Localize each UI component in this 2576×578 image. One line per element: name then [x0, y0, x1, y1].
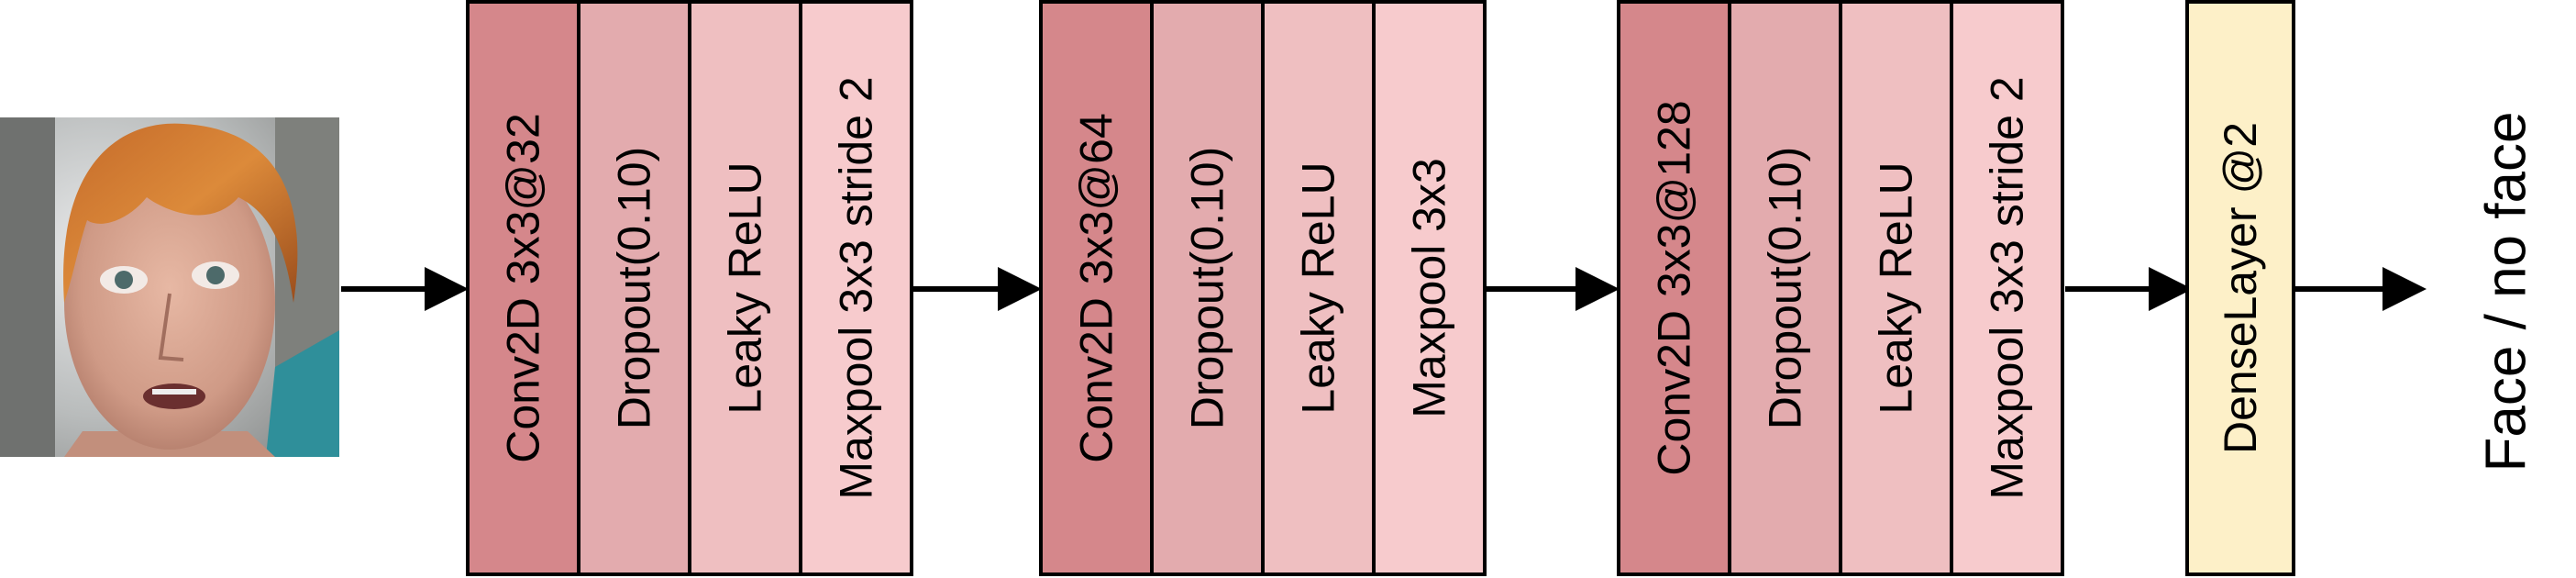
- layer-box: [799, 0, 913, 576]
- layer-box: [1950, 0, 2064, 576]
- layer-box: [1150, 0, 1265, 576]
- layer-label: Dropout(0.10): [609, 147, 660, 430]
- conv-block-1: Conv2D 3x3@32 Dropout(0.10) Leaky ReLU Maxp…: [466, 0, 913, 576]
- conv-block-2: Conv2D 3x3@64 Dropout(0.10) Leaky ReLU Maxp…: [1039, 0, 1487, 576]
- layer-label: Conv2D 3x3@32: [498, 113, 549, 463]
- layer-label: Maxpool 3x3 stride 2: [831, 76, 882, 499]
- layer-label: Maxpool 3x3: [1404, 158, 1455, 418]
- layer-label: Dropout(0.10): [1182, 147, 1233, 430]
- layer-box: [466, 0, 580, 576]
- face-photo-icon: [0, 117, 339, 457]
- layer-label: Dropout(0.10): [1760, 147, 1811, 430]
- layer-box: [1372, 0, 1487, 576]
- layer-label: Maxpool 3x3 stride 2: [1982, 76, 2033, 499]
- layer-box: [1039, 0, 1154, 576]
- dense-layer-label: DenseLayer @2: [2215, 122, 2266, 454]
- layer-label: Leaky ReLU: [720, 161, 771, 414]
- layer-box: [1728, 0, 1842, 576]
- layer-box: [1617, 0, 1731, 576]
- layer-box: [688, 0, 802, 576]
- layer-label: Conv2D 3x3@128: [1649, 100, 1700, 475]
- dense-layer-box: DenseLayer @2: [2185, 0, 2295, 576]
- output-label: Face / no face: [2475, 112, 2538, 472]
- conv-block-3: Conv2D 3x3@128 Dropout(0.10) Leaky ReLU Max…: [1617, 0, 2064, 576]
- conv-blocks: Conv2D 3x3@32 Dropout(0.10) Leaky ReLU Maxp…: [466, 0, 2064, 576]
- layer-label: Leaky ReLU: [1293, 161, 1344, 414]
- layer-label: Leaky ReLU: [1871, 161, 1922, 414]
- layer-box: [1839, 0, 1953, 576]
- layer-box: [577, 0, 691, 576]
- layer-box: [1261, 0, 1376, 576]
- layer-label: Conv2D 3x3@64: [1071, 113, 1122, 463]
